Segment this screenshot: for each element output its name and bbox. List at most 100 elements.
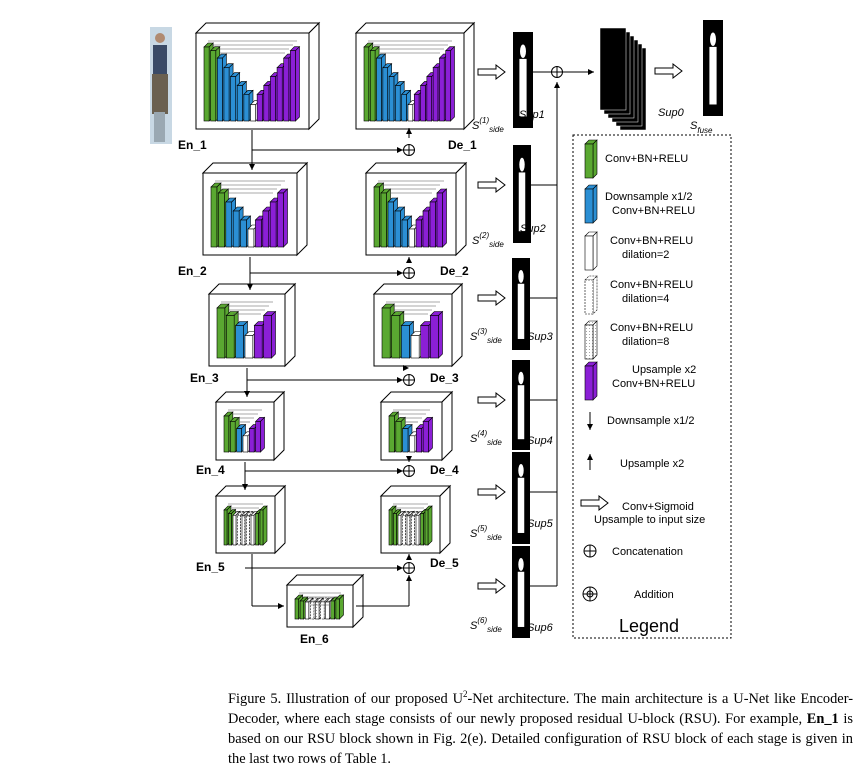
bar-front [584, 143, 594, 179]
bar-front [432, 67, 439, 122]
bar-front [410, 335, 420, 359]
bar-front [436, 192, 443, 248]
bar-front [259, 509, 264, 546]
bar-front [415, 514, 420, 546]
bar-front [395, 421, 402, 453]
bar-side [295, 45, 300, 122]
bar-front [420, 85, 426, 122]
bar-front [422, 210, 429, 248]
legend-dil2-2: dilation=2 [622, 249, 669, 261]
bar-front [584, 324, 594, 360]
side-label-6: S(6)side [470, 616, 502, 634]
bar-side [271, 310, 276, 359]
legend-conv: Conv+BN+RELU [605, 153, 688, 165]
bar-front [240, 219, 247, 248]
side-arrow [477, 63, 506, 81]
block-de5 [379, 484, 452, 555]
bar-front [262, 210, 269, 248]
legend-down-1: Downsample x1/2 [605, 191, 692, 203]
bar-front [263, 315, 272, 359]
legend-title: Legend [619, 616, 679, 636]
bar-front [310, 601, 315, 620]
bar-front [250, 514, 255, 546]
side-mask [512, 258, 530, 350]
bar-front [402, 428, 409, 453]
bar-front [216, 307, 226, 359]
block-en6 [285, 573, 365, 629]
bar-side [592, 320, 598, 360]
u2net-diagram: En_1 De_1 En_2 De_2 En_3 De_3 En_4 De_4 … [150, 20, 732, 646]
legend-dil8-1: Conv+BN+RELU [610, 322, 693, 334]
side-mask [513, 32, 533, 128]
bar-front [373, 186, 380, 248]
bar-front [363, 46, 370, 122]
bar-front [236, 428, 242, 453]
block-top [285, 574, 365, 586]
side-arrow [477, 289, 506, 307]
block-side [352, 573, 364, 629]
block-side [273, 390, 285, 462]
sfuse-label: Sfuse [690, 120, 713, 135]
bar-front [270, 76, 276, 122]
caption-l2a: each stage consists of our newly propose… [324, 710, 807, 727]
bar-front [584, 279, 594, 315]
bar-front [223, 415, 230, 453]
bar-front [380, 192, 387, 248]
mask-body [518, 172, 526, 232]
bar-front [401, 325, 410, 359]
bar-front [584, 188, 594, 224]
legend-dil4-1: Conv+BN+RELU [610, 279, 693, 291]
sup0-label: Sup0 [658, 107, 685, 119]
block-side [284, 282, 296, 368]
side-label-4: S(4)side [470, 429, 502, 447]
bar-side [592, 184, 598, 224]
bar-side [428, 416, 433, 453]
fuse-sigmoid-arrow [654, 62, 683, 80]
block-side [274, 484, 286, 555]
block-top [364, 162, 468, 174]
fused-map [599, 27, 627, 111]
side-mask [512, 452, 530, 544]
bar-front [255, 219, 262, 248]
bar-front [335, 598, 340, 620]
bar-front [315, 601, 320, 620]
legend-addition-inner [586, 590, 594, 598]
sup-label-6: Sup6 [527, 622, 554, 634]
bar-front [406, 514, 411, 546]
stage-label-en6: En_6 [300, 632, 329, 646]
block-top [379, 391, 454, 403]
bar-front [263, 85, 270, 122]
side-arrow [477, 391, 506, 409]
stage-label-de4: De_4 [430, 463, 459, 477]
bar-front [226, 315, 235, 359]
block-top [194, 22, 321, 34]
legend-down-2: Conv+BN+RELU [612, 205, 695, 217]
bar-front [395, 85, 401, 122]
bar-front [430, 315, 439, 359]
bar-front [330, 600, 335, 620]
bar-front [415, 219, 422, 248]
side-mask [512, 360, 530, 450]
sup-label-2: Sup2 [520, 223, 546, 235]
bar-front [299, 600, 305, 620]
block-en4 [214, 390, 286, 462]
block-de2 [364, 161, 468, 257]
stage-label-de3: De_3 [430, 371, 459, 385]
bar-front [246, 514, 250, 546]
bar-front [237, 514, 241, 546]
side-label-5: S(5)side [470, 524, 502, 542]
bar-front [304, 601, 310, 620]
block-side [439, 484, 451, 555]
stage-label-en5: En_5 [196, 560, 225, 574]
mask-head [518, 371, 524, 385]
bar-front [420, 325, 430, 359]
bar-front [236, 85, 243, 122]
bar-front [228, 513, 232, 546]
caption-l1a: Figure 5. Illustration of our proposed U [228, 690, 463, 707]
caption-l2b: En_1 [806, 710, 839, 727]
block-en2 [201, 161, 309, 257]
bar-front [369, 50, 376, 122]
block-en5 [214, 484, 287, 555]
bar-front [420, 513, 424, 546]
bar-front [391, 315, 401, 359]
